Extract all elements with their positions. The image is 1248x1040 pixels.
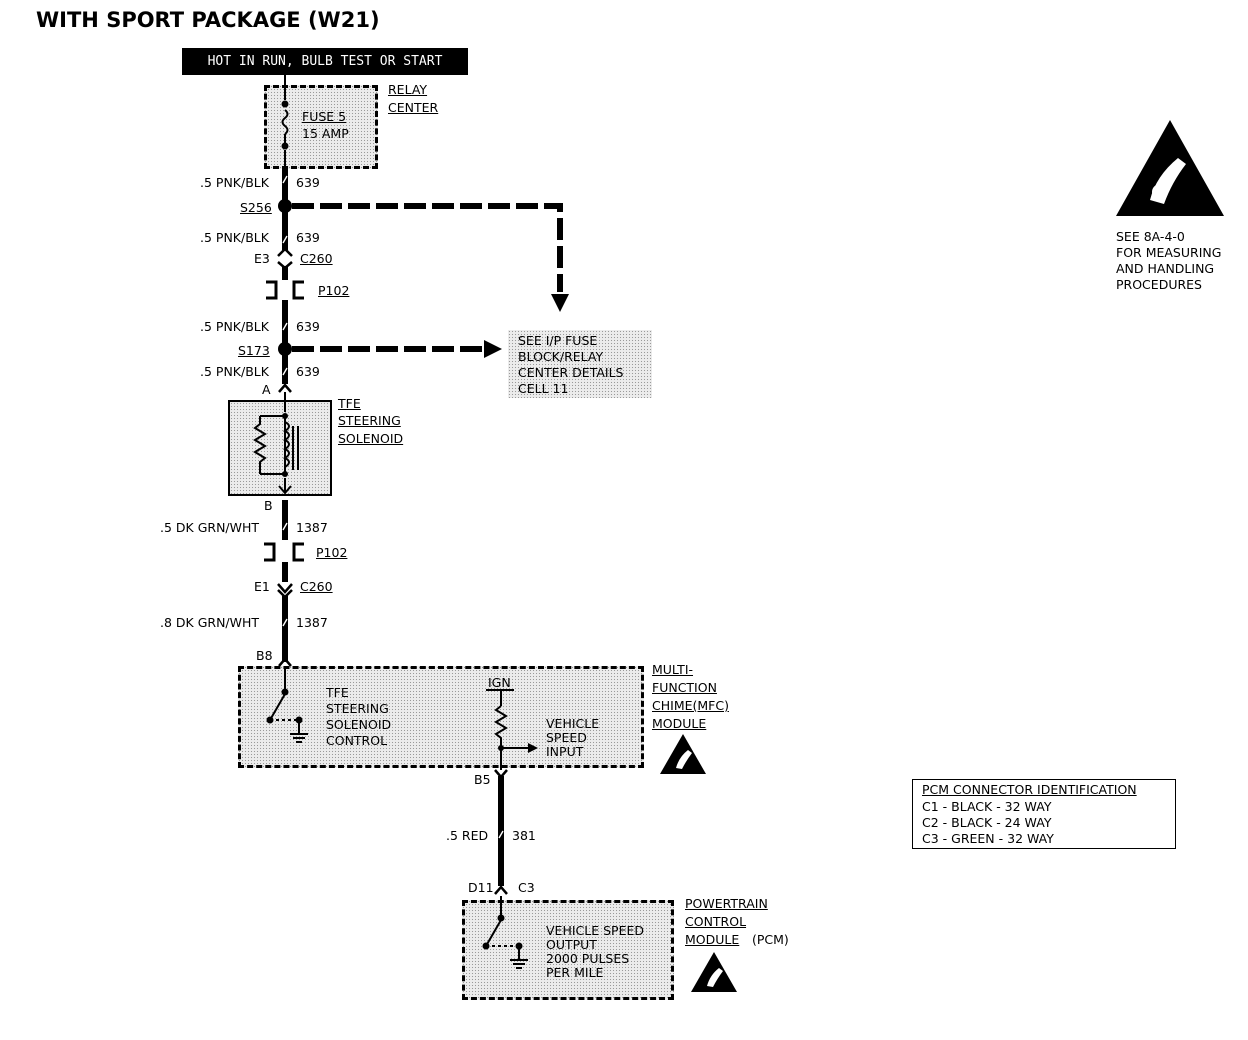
fuse-ref-line-4: CELL 11	[518, 381, 569, 396]
esd-warning-icon-large	[1116, 120, 1224, 216]
fuse-terminal-top	[281, 100, 289, 108]
pcm-output-label-3: 2000 PULSES	[546, 951, 630, 966]
mfc-control-switch	[269, 668, 308, 743]
p102-brackets-bottom	[264, 542, 304, 562]
speed-input-arrow	[528, 743, 538, 753]
wire-5-circuit: 1387	[296, 520, 328, 535]
pcm-label-3b: (PCM)	[752, 932, 789, 947]
connector-c260-label-bottom: C260	[300, 579, 333, 594]
solenoid-box	[228, 400, 332, 496]
esd-warning-icon-pcm	[691, 952, 737, 992]
wire-7-circuit: 381	[512, 828, 536, 843]
fuse-ref-box	[508, 330, 652, 398]
connector-c260-label-top: C260	[300, 251, 333, 266]
connector-d11-label: D11	[468, 880, 494, 895]
wire-7-gauge: .5 RED	[446, 828, 489, 843]
diagram-title: WITH SPORT PACKAGE (W21)	[36, 8, 380, 32]
pcm-connector-id-table: PCM CONNECTOR IDENTIFICATION C1 - BLACK …	[912, 779, 1176, 849]
mfc-control-label-2: STEERING	[326, 701, 389, 716]
c260-connector-bottom	[277, 583, 293, 599]
relay-center-label-2: CENTER	[388, 100, 439, 115]
pcm-label-1: POWERTRAIN	[685, 896, 768, 911]
wire-3-circuit: 639	[296, 319, 320, 334]
p102-brackets-top	[266, 280, 304, 300]
power-source-label: HOT IN RUN, BULB TEST OR START	[182, 48, 468, 75]
fuse-ref-line-2: BLOCK/RELAY	[518, 349, 604, 364]
splice-s173-label: S173	[238, 343, 270, 358]
mfc-label-3: CHIME(MFC)	[652, 698, 729, 713]
esd-warning-icon-mfc	[660, 734, 706, 774]
pcm-output-label-4: PER MILE	[546, 965, 604, 980]
wire-3-gauge: .5 PNK/BLK	[200, 319, 269, 334]
splice-s256-label: S256	[240, 200, 272, 215]
s173-branch-arrow	[484, 340, 502, 358]
mfc-speed-input-label-3: INPUT	[546, 744, 584, 759]
pcm-connector-id-row: C2 - BLACK - 24 WAY	[922, 815, 1052, 830]
pcm-connector-id-header: PCM CONNECTOR IDENTIFICATION	[922, 782, 1137, 797]
mfc-speed-input	[486, 689, 528, 770]
s256-branch	[292, 203, 563, 292]
mfc-control-label-1: TFE	[326, 685, 349, 700]
pin-a-label: A	[262, 382, 271, 397]
pcm-output-label-1: VEHICLE SPEED	[546, 923, 644, 938]
pcm-connector-id-row: C1 - BLACK - 32 WAY	[922, 799, 1052, 814]
connector-e3-label: E3	[254, 251, 270, 266]
pcm-output-label-2: OUTPUT	[546, 937, 597, 952]
pcm-module-box	[462, 900, 674, 1000]
pcm-label-2: CONTROL	[685, 914, 747, 929]
pin-b-label: B	[264, 498, 273, 513]
wire-6-circuit: 1387	[296, 615, 328, 630]
esd-note-line-1: SEE 8A-4-0	[1116, 229, 1185, 244]
wire-6-gauge: .8 DK GRN/WHT	[160, 615, 260, 630]
connector-p102-label-bottom: P102	[316, 545, 348, 560]
wire-4-circuit: 639	[296, 364, 320, 379]
mfc-label-1: MULTI-	[652, 662, 694, 677]
splice-s256-dot	[278, 199, 292, 213]
relay-center-label-1: RELAY	[388, 82, 428, 97]
fuse-ref-line-1: SEE I/P FUSE	[518, 333, 598, 348]
relay-center-box	[264, 85, 378, 169]
fuse-label: FUSE 5	[302, 109, 347, 124]
wire-4-gauge: .5 PNK/BLK	[200, 364, 269, 379]
connector-c3-label: C3	[518, 880, 535, 895]
wire-hatches	[282, 175, 504, 839]
wire-2-gauge: .5 PNK/BLK	[200, 230, 269, 245]
solenoid-symbol	[253, 392, 299, 495]
wire-2-circuit: 639	[296, 230, 320, 245]
pin-a-arrow	[278, 383, 292, 393]
mfc-module-box	[238, 666, 644, 768]
c260-connector-top	[277, 247, 293, 270]
connector-b5-label: B5	[474, 772, 491, 787]
connector-p102-label-top: P102	[318, 283, 350, 298]
fuse-ref-line-3: CENTER DETAILS	[518, 365, 624, 380]
pcm-output-switch	[485, 896, 528, 969]
mfc-label-4: MODULE	[652, 716, 707, 731]
mfc-control-label-3: SOLENOID	[326, 717, 392, 732]
mfc-speed-input-label-2: SPEED	[546, 730, 587, 745]
solenoid-label-3: SOLENOID	[338, 431, 404, 446]
mfc-speed-input-label-1: VEHICLE	[546, 716, 600, 731]
esd-note-line-4: PROCEDURES	[1116, 277, 1202, 292]
solenoid-label-2: STEERING	[338, 413, 401, 428]
s256-branch-arrow	[551, 294, 569, 312]
mfc-label-2: FUNCTION	[652, 680, 717, 695]
esd-note-line-2: FOR MEASURING	[1116, 245, 1222, 260]
fuse-amp-label: 15 AMP	[302, 126, 349, 141]
connector-e1-label: E1	[254, 579, 270, 594]
connector-b8-label: B8	[256, 648, 273, 663]
wire-1-gauge: .5 PNK/BLK	[200, 175, 269, 190]
splice-s173-dot	[278, 342, 292, 356]
pcm-label-3: MODULE	[685, 932, 740, 947]
solenoid-label-1: TFE	[338, 396, 361, 411]
wire-1-circuit: 639	[296, 175, 320, 190]
wire-5-gauge: .5 DK GRN/WHT	[160, 520, 260, 535]
mfc-control-label-4: CONTROL	[326, 733, 388, 748]
pcm-connector-id-row: C3 - GREEN - 32 WAY	[922, 831, 1054, 846]
mfc-ign-label: IGN	[488, 675, 511, 690]
esd-note-line-3: AND HANDLING	[1116, 261, 1215, 276]
fuse-terminal-bottom	[281, 142, 289, 150]
